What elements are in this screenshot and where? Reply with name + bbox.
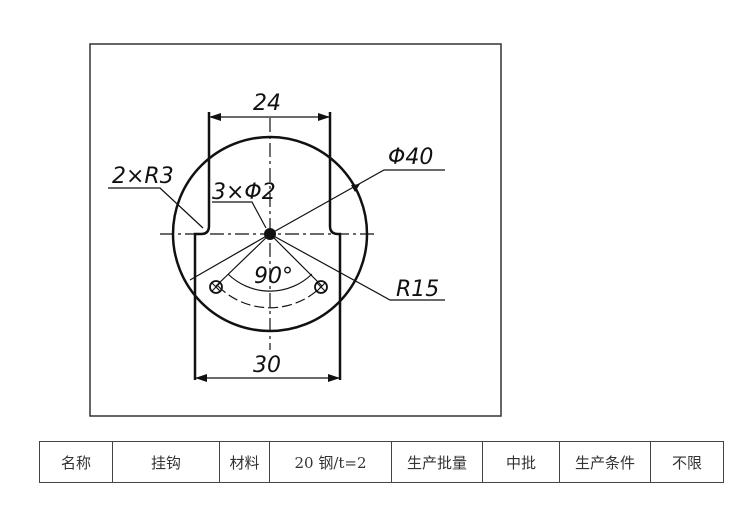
dim-30: 30 xyxy=(253,353,281,378)
value-name: 挂钩 xyxy=(112,441,220,483)
table-row: 名称 挂钩 材料 20 钢/t=2 生产批量 中批 生产条件 不限 xyxy=(39,441,724,483)
label-batch: 生产批量 xyxy=(391,441,483,483)
drawing-frame xyxy=(89,43,502,417)
value-material: 20 钢/t=2 xyxy=(269,441,392,483)
label-conditions: 生产条件 xyxy=(559,441,651,483)
hole-left xyxy=(209,280,223,294)
value-conditions: 不限 xyxy=(650,441,724,483)
leader-diameter xyxy=(269,169,445,235)
leader-holes xyxy=(212,201,267,229)
hole-right xyxy=(314,280,328,294)
dim-radius: R15 xyxy=(396,277,439,302)
technical-drawing: 24 30 Φ40 2×R3 3×Φ2 90° R15 xyxy=(89,43,502,417)
dim-24: 24 xyxy=(253,91,281,116)
spec-table: 名称 挂钩 材料 20 钢/t=2 生产批量 中批 生产条件 不限 xyxy=(39,441,724,483)
leader-fillets xyxy=(108,187,204,229)
value-batch: 中批 xyxy=(482,441,560,483)
dim-diameter: Φ40 xyxy=(388,145,433,170)
angle-arc xyxy=(227,273,313,292)
hole-center xyxy=(264,228,276,240)
dim-angle: 90° xyxy=(254,264,293,289)
label-name: 名称 xyxy=(39,441,113,483)
leader-radius xyxy=(269,233,445,301)
arrow-icon xyxy=(351,184,360,192)
label-material: 材料 xyxy=(219,441,270,483)
dim-holes: 3×Φ2 xyxy=(212,180,276,205)
dim-fillets: 2×R3 xyxy=(112,164,174,189)
radius-line-left xyxy=(189,233,271,281)
pitch-circle xyxy=(217,285,323,309)
